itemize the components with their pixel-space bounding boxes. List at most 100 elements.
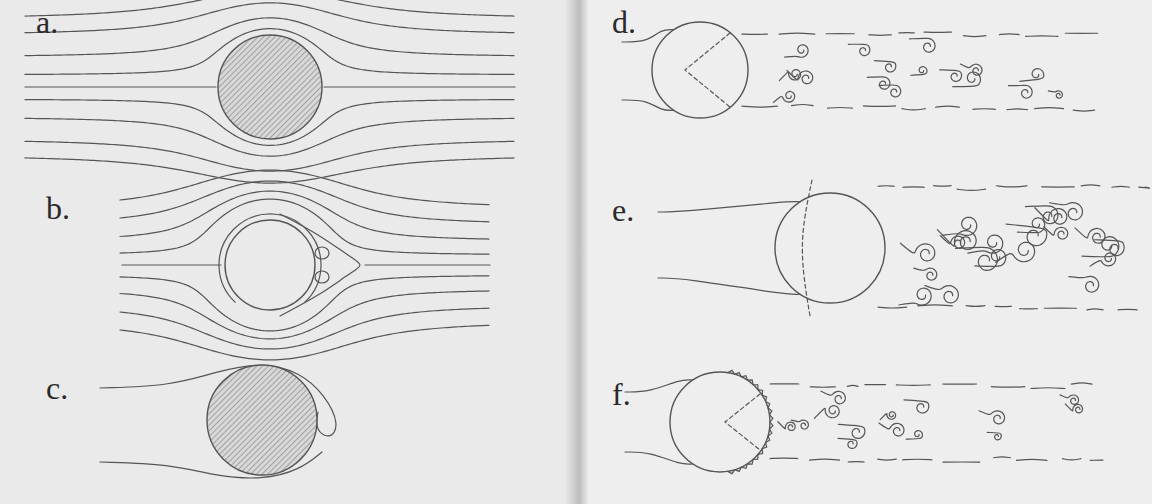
vortex bbox=[960, 64, 982, 75]
vortex bbox=[968, 235, 1003, 253]
wake-boundary bbox=[1007, 108, 1027, 110]
wake-boundary bbox=[903, 459, 932, 461]
wake-boundary bbox=[878, 307, 907, 309]
wake-boundary bbox=[1042, 186, 1075, 187]
vortex bbox=[900, 243, 934, 261]
stagnation-streamline bbox=[122, 264, 221, 265]
vortex bbox=[1044, 227, 1068, 239]
vortex bbox=[879, 423, 904, 436]
wake-boundary bbox=[770, 383, 799, 384]
vortex bbox=[1048, 91, 1062, 98]
panel-letter: d. bbox=[612, 6, 636, 38]
wake-boundary bbox=[996, 186, 1027, 187]
right-page bbox=[588, 0, 1152, 504]
wake-boundary bbox=[1035, 107, 1064, 109]
wake-boundary bbox=[963, 35, 986, 37]
wake-boundary bbox=[924, 32, 951, 33]
eddy bbox=[315, 247, 329, 259]
streamline bbox=[658, 278, 800, 294]
wake-boundary bbox=[966, 305, 985, 307]
vortex bbox=[1008, 85, 1032, 98]
transition-line bbox=[802, 180, 812, 316]
cylinder bbox=[207, 365, 317, 475]
vortex bbox=[940, 70, 962, 82]
cylinder bbox=[670, 372, 770, 472]
wake-centerline bbox=[365, 264, 490, 265]
wake-boundary bbox=[810, 386, 835, 388]
wake-boundary bbox=[899, 32, 914, 33]
page-gutter bbox=[566, 0, 588, 504]
wake-boundary bbox=[1026, 35, 1058, 37]
cylinder bbox=[775, 193, 885, 303]
wake-boundary bbox=[878, 185, 894, 187]
streamline bbox=[25, 3, 514, 33]
cylinder bbox=[652, 22, 748, 118]
eddy bbox=[315, 271, 329, 283]
vortex bbox=[953, 72, 981, 87]
vortex bbox=[879, 85, 901, 97]
vortex bbox=[874, 61, 895, 72]
panel-letter: f. bbox=[612, 378, 631, 410]
wake-boundary bbox=[1087, 308, 1103, 310]
vortex bbox=[996, 242, 1035, 262]
wake-boundary bbox=[1031, 387, 1065, 389]
vortex bbox=[899, 288, 931, 305]
wake-boundary bbox=[903, 186, 925, 188]
wake-boundary bbox=[1071, 383, 1092, 384]
wake-boundary bbox=[792, 104, 814, 105]
wake-boundary bbox=[1090, 459, 1103, 460]
vortex bbox=[956, 247, 998, 270]
wake-boundary bbox=[1112, 186, 1130, 188]
vortex bbox=[848, 44, 869, 55]
wake-boundary bbox=[865, 384, 886, 385]
cylinder bbox=[218, 35, 322, 139]
streamline bbox=[622, 100, 674, 110]
streamline bbox=[625, 380, 693, 392]
vortex bbox=[785, 45, 808, 57]
wake-boundary bbox=[878, 459, 897, 461]
vortex bbox=[821, 391, 845, 404]
vortex bbox=[979, 411, 1005, 424]
wake-boundary bbox=[957, 189, 985, 190]
vortex bbox=[880, 412, 895, 420]
vortex bbox=[791, 420, 808, 429]
panel-letter: a. bbox=[36, 6, 58, 38]
vortex bbox=[1035, 208, 1067, 224]
vortex bbox=[773, 91, 794, 102]
wake-boundary bbox=[1139, 187, 1150, 188]
wake-boundary bbox=[742, 106, 777, 108]
vortex bbox=[987, 432, 1001, 439]
streamline bbox=[120, 191, 489, 239]
wake-boundary bbox=[1081, 185, 1100, 186]
wake-boundary bbox=[828, 107, 853, 109]
vortex bbox=[838, 424, 864, 438]
separation-angle bbox=[725, 394, 760, 450]
wake-boundary bbox=[995, 306, 1011, 307]
vortex bbox=[1050, 203, 1083, 220]
cylinder bbox=[225, 220, 315, 310]
wake-boundary bbox=[742, 34, 767, 35]
streamline bbox=[25, 0, 514, 16]
wake-boundary bbox=[896, 384, 930, 386]
vortex bbox=[778, 422, 795, 431]
vortex bbox=[1065, 404, 1082, 413]
wake-boundary bbox=[1044, 308, 1076, 309]
wake-boundary bbox=[1118, 309, 1137, 311]
panel-letter: b. bbox=[46, 192, 70, 224]
wake-boundary bbox=[863, 105, 895, 107]
vortex bbox=[937, 230, 976, 250]
separation-bubble bbox=[280, 214, 360, 316]
wake-boundary bbox=[934, 185, 951, 187]
wake-boundary bbox=[943, 383, 977, 384]
streamline bbox=[658, 202, 800, 212]
wake-boundary bbox=[991, 386, 1024, 388]
streamline bbox=[120, 325, 489, 360]
wake-boundary bbox=[848, 461, 864, 463]
vortex bbox=[814, 406, 839, 419]
vortex bbox=[911, 67, 927, 76]
streamline bbox=[120, 291, 489, 339]
wake-boundary bbox=[826, 33, 854, 34]
streamline bbox=[625, 452, 693, 464]
separation-angle bbox=[685, 33, 730, 107]
